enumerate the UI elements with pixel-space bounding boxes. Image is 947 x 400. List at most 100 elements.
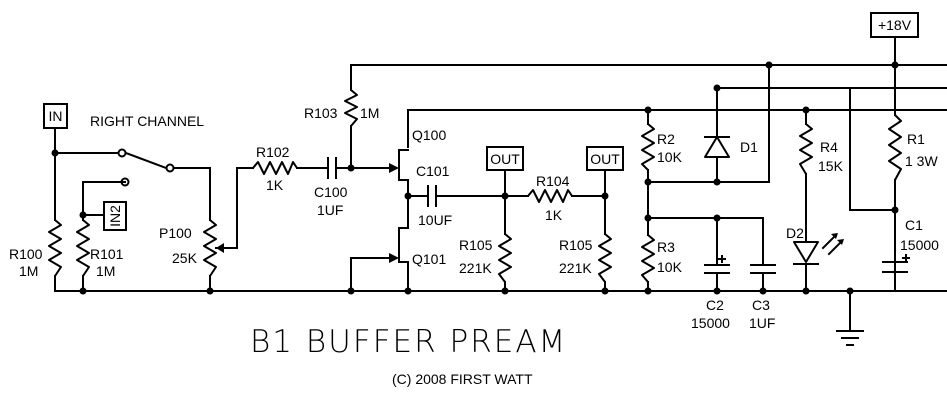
resistor-r105-b <box>598 233 612 283</box>
junction-dot <box>713 84 721 92</box>
junction-dot <box>404 287 412 295</box>
q100-name: Q100 <box>412 127 446 143</box>
r2-value: 10K <box>657 149 683 165</box>
r105a-name: R105 <box>459 237 493 253</box>
d1-name: D1 <box>740 139 758 155</box>
capacitor-c101 <box>427 185 437 207</box>
resistor-r1 <box>888 114 902 181</box>
transistor-q101 <box>389 227 409 263</box>
junction-dot <box>347 287 355 295</box>
r1-value: 1 3W <box>905 153 938 169</box>
r4-name: R4 <box>820 139 838 155</box>
led-d2 <box>793 233 844 265</box>
junction-dot <box>765 61 773 69</box>
r102-name: R102 <box>256 144 290 160</box>
junction-dot <box>759 287 767 295</box>
p100-name: P100 <box>159 225 192 241</box>
junction-dot <box>601 192 609 200</box>
copyright-notice: (C) 2008 FIRST WATT <box>392 371 533 387</box>
ground-symbol <box>836 330 864 346</box>
r3-name: R3 <box>657 239 675 255</box>
out-port-2: OUT <box>586 146 624 171</box>
c2-name: C2 <box>706 297 724 313</box>
junction-dot <box>802 106 810 114</box>
r4-value: 15K <box>818 158 844 174</box>
junction-dot <box>644 178 652 186</box>
c100-name: C100 <box>314 184 348 200</box>
in2-port-label: IN2 <box>107 205 123 227</box>
junction-dot <box>347 164 355 172</box>
r101-value: 1M <box>96 263 115 279</box>
junction-dot <box>713 287 721 295</box>
c3-value: 1UF <box>749 315 775 331</box>
junction-dot <box>601 287 609 295</box>
r104-value: 1K <box>545 207 563 223</box>
channel-label: RIGHT CHANNEL <box>90 113 204 129</box>
junction-dot <box>713 178 721 186</box>
c1-value: 15000 <box>900 237 939 253</box>
junction-dot <box>891 206 899 214</box>
r105a-value: 221K <box>459 260 492 276</box>
r100-name: R100 <box>9 246 43 262</box>
junction-dot <box>206 287 214 295</box>
transistor-q100 <box>389 149 409 181</box>
junction-dot <box>891 61 899 69</box>
capacitor-c1 <box>882 254 910 273</box>
resistor-r105-a <box>498 233 512 283</box>
junction-dot <box>79 211 87 219</box>
junction-dot <box>713 214 721 222</box>
junctions <box>51 61 899 295</box>
junction-dot <box>79 287 87 295</box>
capacitor-c2 <box>704 255 730 274</box>
junction-dot <box>802 287 810 295</box>
junction-dot <box>644 106 652 114</box>
q101-name: Q101 <box>412 251 446 267</box>
junction-dot <box>501 287 509 295</box>
supply-port-label: +18V <box>878 17 912 33</box>
c2-value: 15000 <box>691 315 730 331</box>
c101-value: 10UF <box>418 212 452 228</box>
input-selector-switch <box>117 148 175 187</box>
r105b-value: 221K <box>559 260 592 276</box>
resistor-r104 <box>527 189 573 203</box>
junction-dot <box>51 149 59 157</box>
out-port-1-label: OUT <box>490 151 520 167</box>
capacitor-c3 <box>750 264 776 274</box>
resistor-r3 <box>641 234 655 283</box>
supply-port: +18V <box>870 12 919 38</box>
in-port: IN <box>43 103 68 129</box>
diagram-title: B1 BUFFER PREAM <box>250 324 567 360</box>
resistor-r100 <box>48 219 62 277</box>
c1-name: C1 <box>905 217 923 233</box>
r102-value: 1K <box>266 177 284 193</box>
capacitor-c100 <box>327 157 337 179</box>
r105b-name: R105 <box>559 237 593 253</box>
diode-d1 <box>704 136 730 158</box>
out-port-1: OUT <box>486 146 524 171</box>
junction-dot <box>644 214 652 222</box>
c101-name: C101 <box>416 163 450 179</box>
wires <box>54 37 947 331</box>
r103-name: R103 <box>304 105 338 121</box>
c100-value: 1UF <box>317 202 343 218</box>
junction-dot <box>644 287 652 295</box>
junction-dot <box>501 192 509 200</box>
r101-name: R101 <box>90 246 124 262</box>
c3-name: C3 <box>752 297 770 313</box>
in-port-label: IN <box>49 108 63 124</box>
potentiometer-p100 <box>203 219 224 277</box>
p100-value: 25K <box>172 250 198 266</box>
resistor-r103 <box>344 89 358 127</box>
resistor-r102 <box>252 161 298 175</box>
r104-name: R104 <box>536 173 570 189</box>
d2-name: D2 <box>786 225 804 241</box>
junction-dot <box>404 192 412 200</box>
out-port-2-label: OUT <box>590 151 620 167</box>
r2-name: R2 <box>657 131 675 147</box>
r100-value: 1M <box>19 263 38 279</box>
in2-port: IN2 <box>103 201 127 231</box>
junction-dot <box>846 287 854 295</box>
r103-value: 1M <box>360 105 379 121</box>
resistor-r2 <box>641 123 655 171</box>
